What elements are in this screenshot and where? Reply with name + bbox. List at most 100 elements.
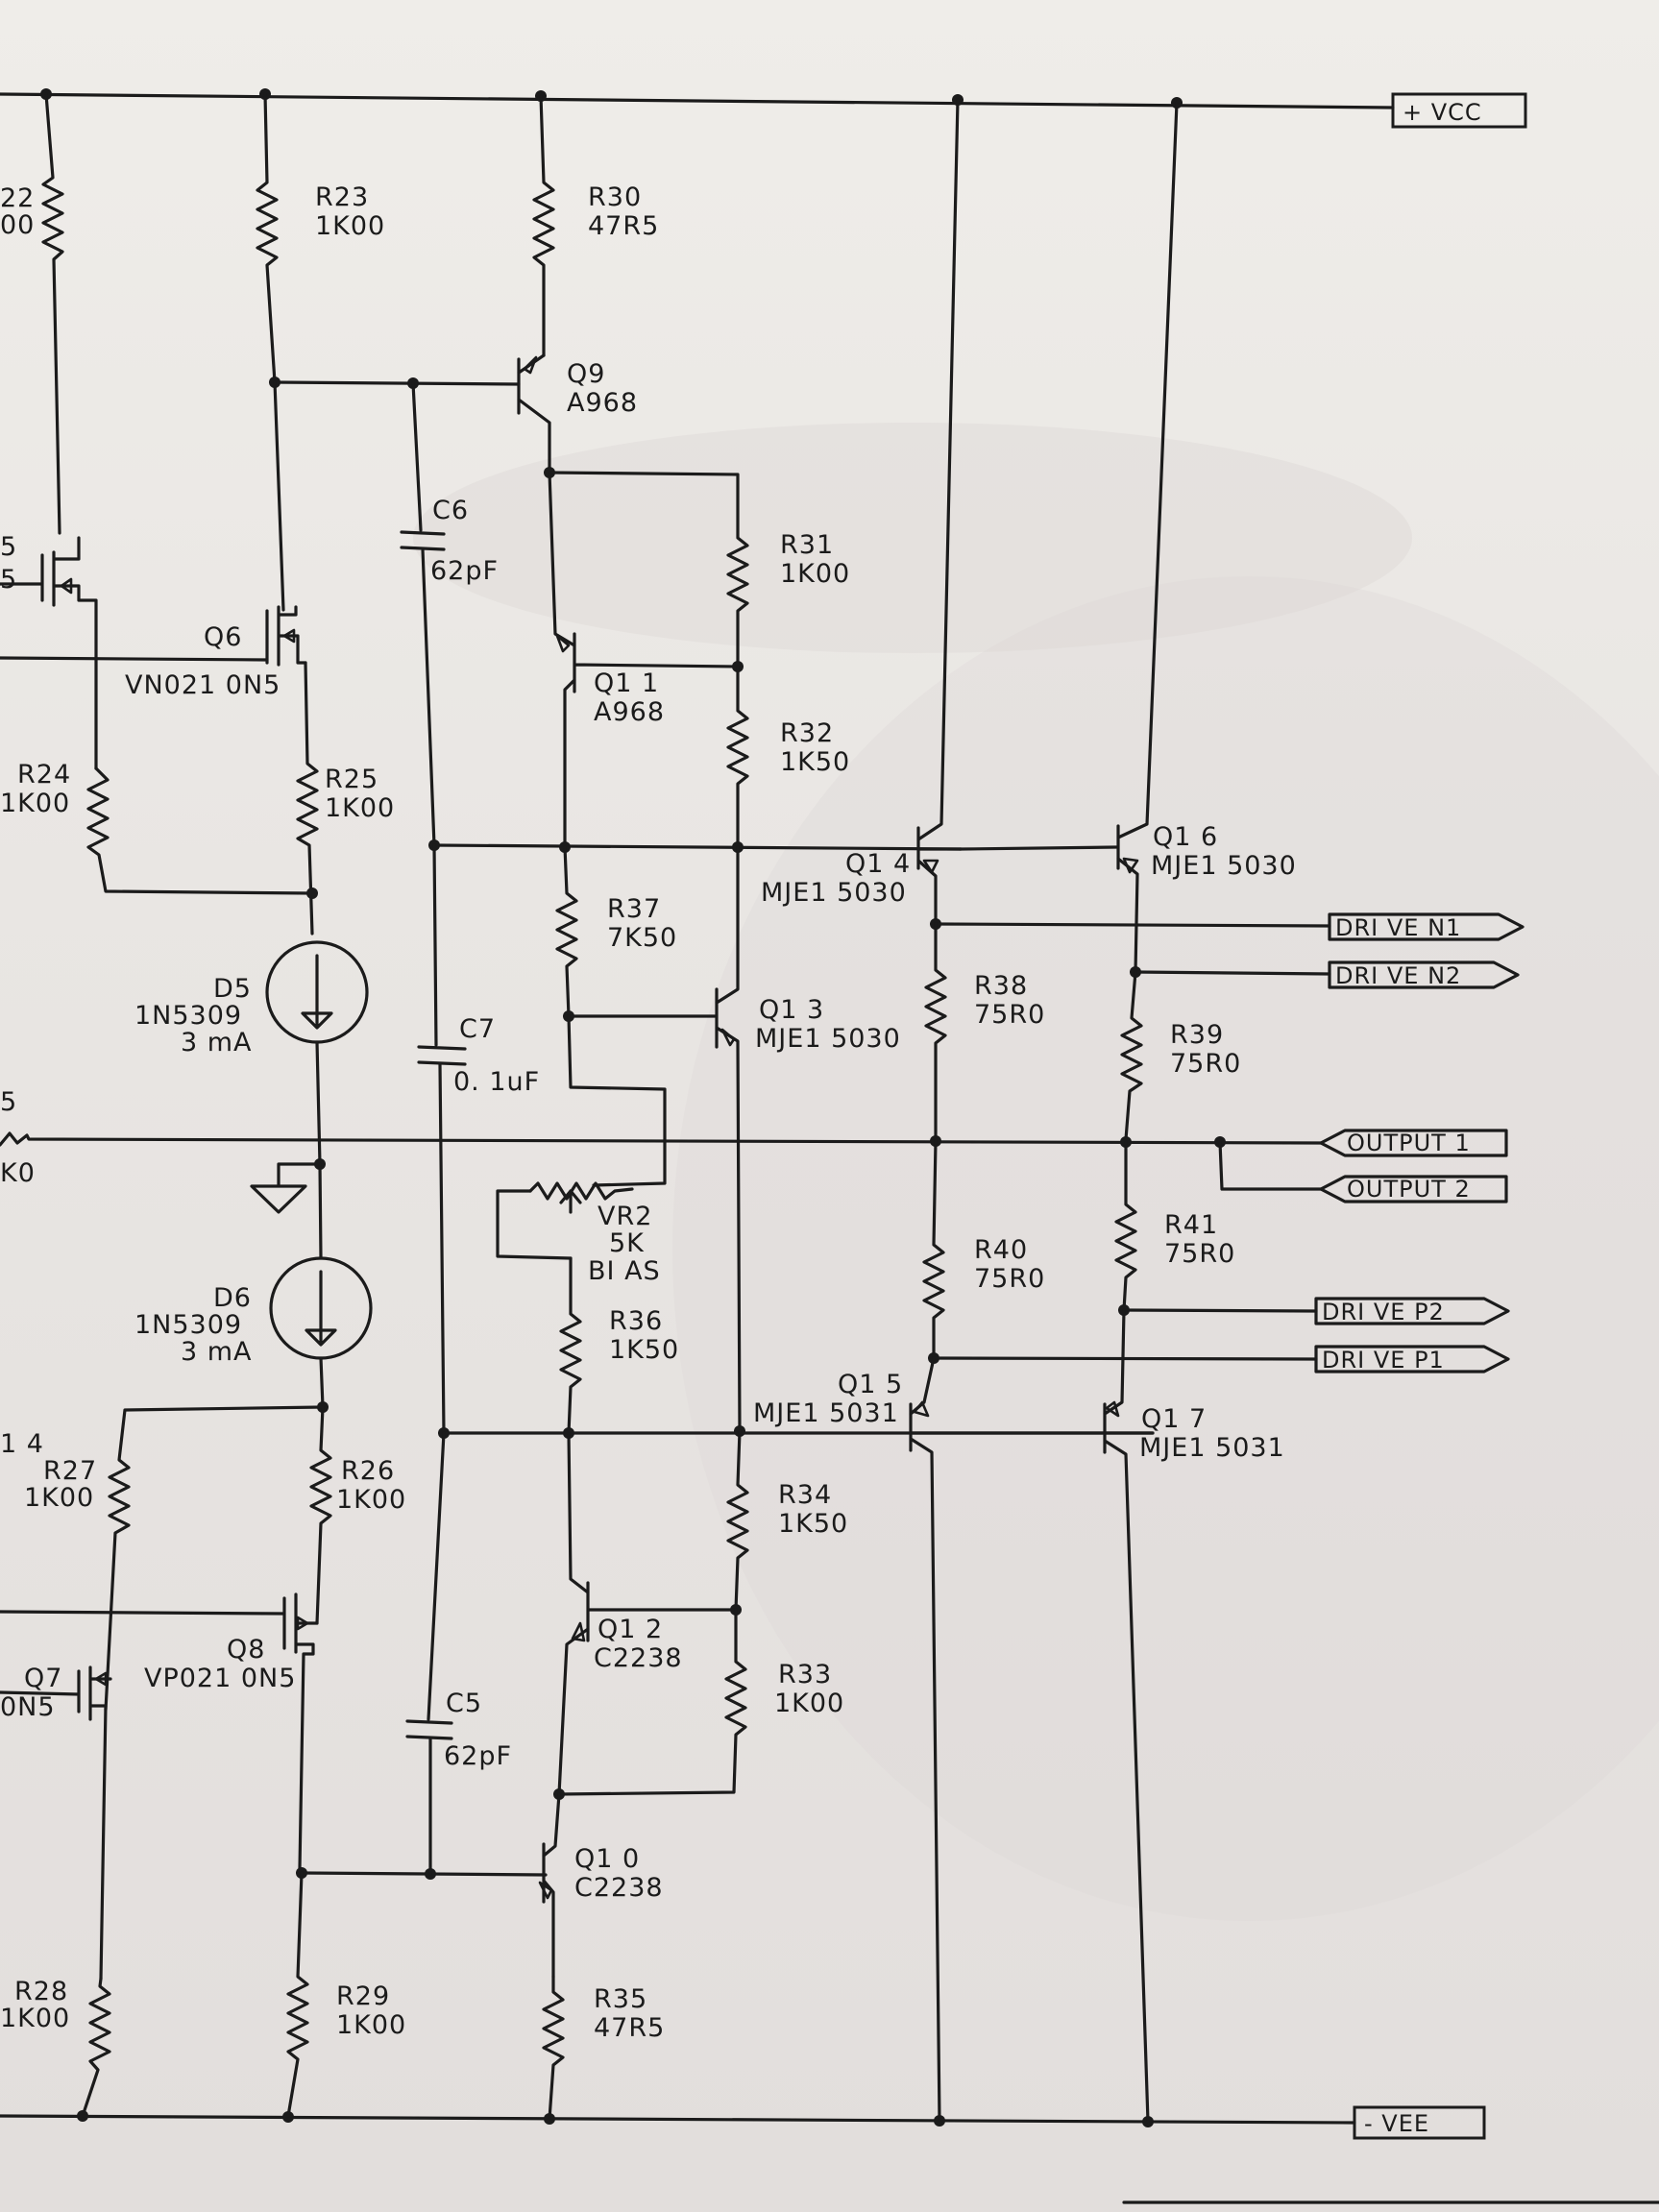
- left-k0-label: K0: [0, 1158, 36, 1188]
- q9-name: Q9: [567, 359, 605, 389]
- r37-resistor: [555, 845, 578, 1018]
- r32-value: 1K50: [780, 747, 850, 777]
- r29-resistor: [286, 1871, 309, 2118]
- d6-current: 3 mA: [181, 1337, 253, 1367]
- c5-capacitor: [405, 1431, 453, 1876]
- r24-resistor: [86, 766, 314, 895]
- vcc-port[interactable]: + VCC: [1391, 92, 1527, 129]
- drive-n2-label: DRI VE N2: [1335, 962, 1461, 989]
- r31-name: R31: [780, 530, 834, 560]
- q8-name: Q8: [227, 1635, 265, 1665]
- q10-name: Q1 0: [574, 1844, 640, 1874]
- drive-n2-port[interactable]: DRI VE N2: [1328, 960, 1520, 989]
- q11-part: A968: [594, 697, 665, 727]
- q17-transistor: [1103, 1308, 1150, 2124]
- q8-part: VP021 0N5: [144, 1664, 296, 1693]
- output-1-label: OUTPUT 1: [1347, 1130, 1471, 1156]
- q16-base-net: [959, 845, 1118, 851]
- r27-resistor: [104, 1405, 325, 1712]
- drive-p1-net: [932, 1356, 1318, 1361]
- q11-name: Q1 1: [594, 668, 659, 698]
- r28-value: 1K00: [0, 2004, 70, 2033]
- q13-part: MJE1 5030: [755, 1024, 901, 1054]
- r25-value: 1K00: [325, 793, 395, 823]
- drive-p1-label: DRI VE P1: [1322, 1347, 1445, 1373]
- d6-name: D6: [213, 1283, 252, 1313]
- c6-capacitor: [400, 381, 446, 847]
- drive-n1-net: [934, 922, 1331, 928]
- r37-value: 7K50: [607, 923, 677, 953]
- r40-name: R40: [974, 1235, 1028, 1265]
- r34-resistor: [726, 1429, 749, 1612]
- vee-port[interactable]: - VEE: [1353, 2105, 1486, 2140]
- r35-resistor: [542, 1975, 565, 2121]
- r37-name: R37: [607, 894, 661, 924]
- q15-name: Q1 5: [838, 1370, 903, 1399]
- r25-resistor: [296, 661, 319, 936]
- d5-current: 3 mA: [181, 1028, 253, 1057]
- r39-resistor: [1120, 970, 1143, 1141]
- q13-name: Q1 3: [759, 995, 824, 1025]
- r41-name: R41: [1164, 1210, 1218, 1240]
- r25-name: R25: [325, 765, 378, 794]
- r22-name: 22: [0, 183, 35, 213]
- drive-p2-port[interactable]: DRI VE P2: [1314, 1297, 1510, 1325]
- drive-p2-label: DRI VE P2: [1322, 1299, 1445, 1325]
- c7-capacitor: [417, 843, 467, 1435]
- r32-resistor: [726, 665, 749, 849]
- c5-name: C5: [446, 1689, 482, 1718]
- q9-base-net: [273, 380, 521, 386]
- r40-resistor: [922, 1139, 945, 1360]
- r23-name: R23: [315, 182, 369, 212]
- r39-name: R39: [1170, 1020, 1224, 1050]
- r28-resistor: [81, 1977, 111, 2118]
- q16-name: Q1 6: [1153, 822, 1218, 852]
- d5-current-diode: [265, 940, 369, 1166]
- r22-value: 00: [0, 210, 35, 240]
- r38-resistor: [924, 922, 947, 1141]
- q5-name: 5: [0, 532, 17, 562]
- drive-n2-net: [1134, 970, 1331, 976]
- q14-name: Q1 4: [845, 849, 911, 879]
- r26-name: R26: [341, 1456, 395, 1486]
- c5-value: 62pF: [444, 1741, 512, 1771]
- r33-name: R33: [778, 1660, 832, 1689]
- d5-part: 1N5309: [134, 1001, 242, 1031]
- r26-resistor: [309, 1405, 332, 1625]
- output-2-port[interactable]: OUTPUT 2: [1319, 1175, 1508, 1203]
- q6-mosfet: [0, 380, 307, 667]
- vcc-rail: [0, 88, 1395, 109]
- d6-part: 1N5309: [134, 1310, 242, 1340]
- r33-value: 1K00: [774, 1689, 844, 1718]
- left-5-label: 5: [0, 1087, 17, 1117]
- drive-p1-port[interactable]: DRI VE P1: [1314, 1345, 1510, 1373]
- q10-base-net: [300, 1871, 548, 1877]
- c6-name: C6: [432, 496, 469, 525]
- q6-name: Q6: [204, 622, 242, 652]
- q16-part: MJE1 5030: [1151, 851, 1297, 881]
- c7-value: 0. 1uF: [453, 1067, 540, 1097]
- q12-name: Q1 2: [598, 1615, 663, 1644]
- r27-name: R27: [43, 1456, 97, 1486]
- q10-transistor: [538, 1792, 561, 1979]
- q5-mosfet: [0, 536, 98, 770]
- q15-part: MJE1 5031: [753, 1398, 899, 1428]
- output-1-port[interactable]: OUTPUT 1: [1319, 1129, 1508, 1157]
- r35-name: R35: [594, 1984, 647, 2014]
- r23-resistor: [256, 92, 279, 384]
- r22-resistor: [41, 92, 64, 535]
- vr2-potentiometer[interactable]: [496, 1014, 667, 1260]
- r36-value: 1K50: [609, 1335, 679, 1365]
- r39-value: 75R0: [1170, 1049, 1241, 1079]
- r30-value: 47R5: [588, 211, 659, 241]
- ground-symbol: [250, 1158, 326, 1214]
- r24-value: 1K00: [0, 789, 70, 818]
- q16-transistor: [1116, 101, 1179, 974]
- q12-part: C2238: [594, 1643, 683, 1673]
- r38-value: 75R0: [974, 1000, 1045, 1030]
- vr2-name: VR2: [598, 1202, 652, 1231]
- q13-transistor: [715, 845, 742, 1433]
- drive-n1-port[interactable]: DRI VE N1: [1328, 912, 1525, 941]
- r28-name: R28: [14, 1977, 68, 2006]
